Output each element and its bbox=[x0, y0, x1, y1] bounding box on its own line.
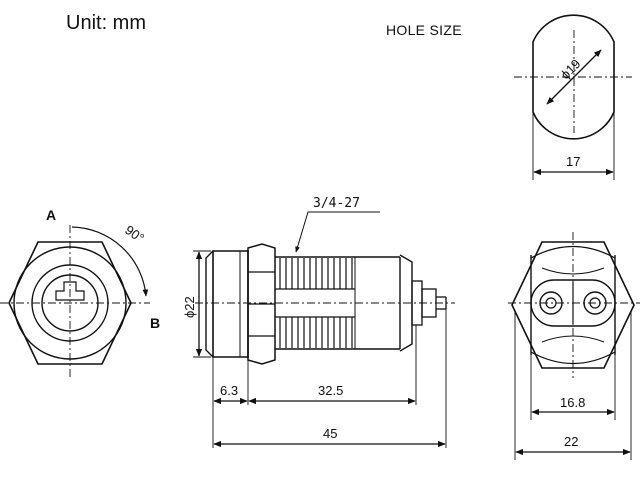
hole-diameter-label: ϕ19 bbox=[558, 56, 584, 82]
rear-inner-width-label: 16.8 bbox=[560, 395, 585, 410]
side-view: 3/4-27 ϕ22 6.3 32.5 45 bbox=[182, 196, 455, 448]
hole-size-label: HOLE SIZE bbox=[386, 22, 462, 38]
hole-flat-width-label: 17 bbox=[566, 154, 580, 169]
position-b-label: B bbox=[150, 315, 160, 331]
body-length-label: 32.5 bbox=[318, 383, 343, 398]
unit-label: Unit: mm bbox=[66, 12, 146, 34]
rotation-angle-label: 90° bbox=[122, 222, 147, 246]
rear-view: 16.8 22 bbox=[508, 232, 640, 460]
head-length-label: 6.3 bbox=[220, 383, 238, 398]
position-a-label: A bbox=[46, 207, 56, 223]
rear-outer-width-label: 22 bbox=[564, 434, 578, 449]
thread-spec-label: 3/4-27 bbox=[313, 196, 360, 211]
total-length-label: 45 bbox=[323, 426, 337, 441]
body-diameter-label: ϕ22 bbox=[182, 296, 197, 318]
thread-hatching bbox=[279, 258, 353, 348]
front-view: A B 90° bbox=[0, 207, 160, 380]
hole-size-view: ϕ19 17 bbox=[514, 14, 632, 180]
